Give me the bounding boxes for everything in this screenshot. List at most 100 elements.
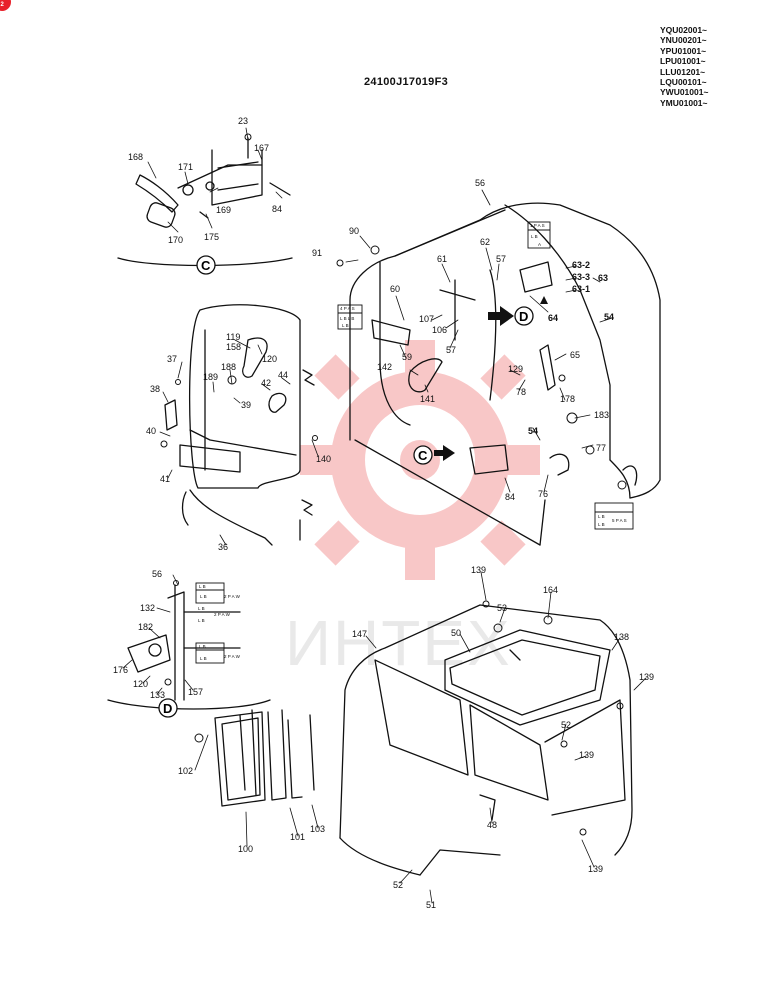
- part-label: 63-1: [572, 284, 590, 294]
- stamp-text: L B: [598, 514, 605, 519]
- part-label: 139: [639, 672, 654, 682]
- part-label: 107: [419, 314, 434, 324]
- part-label: 158: [226, 342, 241, 352]
- corner-logo-icon: 2: [0, 0, 11, 11]
- part-label: 103: [310, 824, 325, 834]
- part-label: 56: [152, 569, 162, 579]
- stamp-text: L B: [531, 234, 538, 239]
- part-label: 168: [128, 152, 143, 162]
- part-label: 175: [204, 232, 219, 242]
- part-label: 63-3: [572, 272, 590, 282]
- part-label: 61: [437, 254, 447, 264]
- part-label: 78: [516, 387, 526, 397]
- arrow-64-icon: [540, 296, 548, 304]
- stamp-text: L B: [200, 594, 207, 599]
- part-label: 64: [548, 313, 558, 323]
- part-label: 57: [496, 254, 506, 264]
- part-label: 44: [278, 370, 288, 380]
- cab-frame: [339, 604, 633, 876]
- part-label: 36: [218, 542, 228, 552]
- cab-body: [349, 202, 661, 546]
- detail-c-assembly: [117, 137, 293, 267]
- part-label: 164: [543, 585, 558, 595]
- part-label: 65: [570, 350, 580, 360]
- stamp-text: 2 P A W: [224, 594, 241, 599]
- part-label: 48: [487, 820, 497, 830]
- stamp-text: L B L B: [340, 316, 354, 321]
- part-label: 54: [604, 312, 614, 322]
- stamp-text: 5 P A S: [612, 518, 627, 523]
- part-label: 171: [178, 162, 193, 172]
- document-code: 24100J17019F3: [364, 76, 449, 88]
- part-label: 188: [221, 362, 236, 372]
- part-label: 84: [505, 492, 515, 502]
- serial-range: LLU01201~: [660, 66, 706, 77]
- part-label: 63-2: [572, 260, 590, 270]
- part-label: 63: [598, 273, 608, 283]
- part-label: 182: [138, 622, 153, 632]
- part-label: 167: [254, 143, 269, 153]
- part-label: 157: [188, 687, 203, 697]
- stamp-text: L B: [198, 618, 205, 623]
- part-label: 120: [262, 354, 277, 364]
- part-label: 100: [238, 844, 253, 854]
- serial-range: LQU00101~: [660, 77, 707, 88]
- part-label: 56: [475, 178, 485, 188]
- stamp-text: L B: [200, 656, 207, 661]
- part-label: 77: [596, 443, 606, 453]
- part-label: 106: [432, 325, 447, 335]
- view-c-label: C: [201, 258, 211, 273]
- arrow-c-label: C: [418, 448, 428, 463]
- part-label: 91: [312, 248, 322, 258]
- part-label: 84: [272, 204, 282, 214]
- part-label: 169: [216, 205, 231, 215]
- arrow-c-icon: [434, 445, 455, 461]
- serial-range: LPU01001~: [660, 56, 706, 67]
- serial-range: YNU00201~: [660, 35, 707, 46]
- connector-stamps: [195, 221, 634, 664]
- leader-lines: [122, 127, 647, 904]
- part-label: 147: [352, 629, 367, 639]
- part-label: 51: [426, 900, 436, 910]
- part-label: 119: [226, 332, 240, 342]
- part-label: 141: [420, 394, 435, 404]
- part-label: 38: [150, 384, 160, 394]
- part-label: 170: [168, 235, 183, 245]
- part-label: 50: [451, 628, 461, 638]
- stamp-text: L B: [198, 606, 205, 611]
- fasteners: [160, 133, 627, 836]
- stamp-text: L B: [342, 323, 349, 328]
- part-label: 129: [508, 364, 523, 374]
- stamp-text: L B: [199, 644, 206, 649]
- part-label: 140: [316, 454, 331, 464]
- serial-range: YWU01001~: [660, 87, 709, 98]
- part-label: 52: [393, 880, 403, 890]
- view-markers: [158, 255, 534, 718]
- part-label: 138: [614, 632, 629, 642]
- watermark-text: ИНТЕХ: [285, 607, 512, 679]
- part-label: 139: [588, 864, 603, 874]
- stamp-text: L B: [199, 584, 206, 589]
- part-label: 37: [167, 354, 177, 364]
- arrow-d-icon: [488, 306, 514, 326]
- view-d-label: D: [163, 701, 172, 716]
- part-label: 76: [538, 489, 548, 499]
- part-label: 189: [203, 372, 218, 382]
- part-label: 40: [146, 426, 156, 436]
- part-label: 57: [446, 345, 456, 355]
- part-label: 52: [561, 720, 571, 730]
- part-label: 102: [178, 766, 193, 776]
- part-label: 60: [390, 284, 400, 294]
- part-label: 142: [377, 362, 392, 372]
- stamp-text: A: [538, 242, 541, 247]
- part-label: 59: [402, 352, 412, 362]
- part-label: 183: [594, 410, 609, 420]
- part-label: 120: [133, 679, 148, 689]
- part-label: 39: [241, 400, 251, 410]
- part-label: 42: [261, 378, 271, 388]
- part-label: 53: [497, 603, 507, 613]
- part-label: 101: [290, 832, 305, 842]
- part-label: 132: [140, 603, 155, 613]
